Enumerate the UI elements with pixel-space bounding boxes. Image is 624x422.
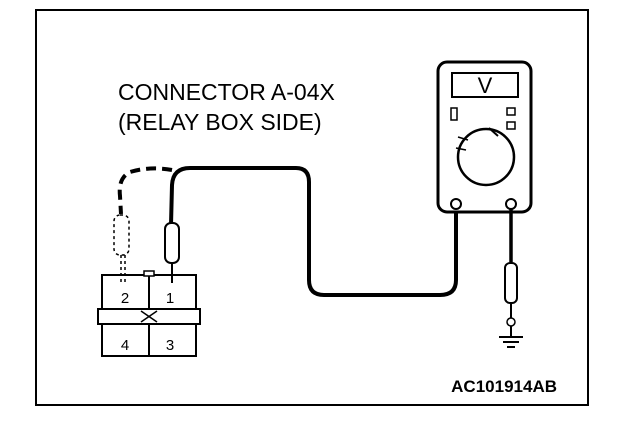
connector-title-line1: CONNECTOR A-04X bbox=[118, 79, 335, 105]
connector-title-line2: (RELAY BOX SIDE) bbox=[118, 109, 322, 135]
pin-3-label: 3 bbox=[166, 337, 174, 354]
dashed-probe-lead bbox=[113, 166, 173, 282]
meter-jack-com bbox=[450, 198, 462, 210]
pin-1-label: 1 bbox=[166, 290, 174, 307]
meter-mode-symbol: V bbox=[478, 73, 493, 98]
ground-symbol-icon bbox=[499, 336, 523, 348]
probe-pin1 bbox=[164, 166, 458, 297]
connector-a04x: 2 1 4 3 bbox=[97, 270, 201, 357]
meter-selector-dial bbox=[456, 127, 516, 187]
pin-4-label: 4 bbox=[121, 337, 129, 354]
figure-code: AC101914AB bbox=[451, 377, 557, 396]
meter-jack-v bbox=[505, 198, 517, 210]
diagram-frame bbox=[35, 9, 589, 406]
ground-probe bbox=[504, 209, 518, 336]
pin-2-label: 2 bbox=[121, 290, 129, 307]
multimeter: V bbox=[436, 60, 533, 214]
